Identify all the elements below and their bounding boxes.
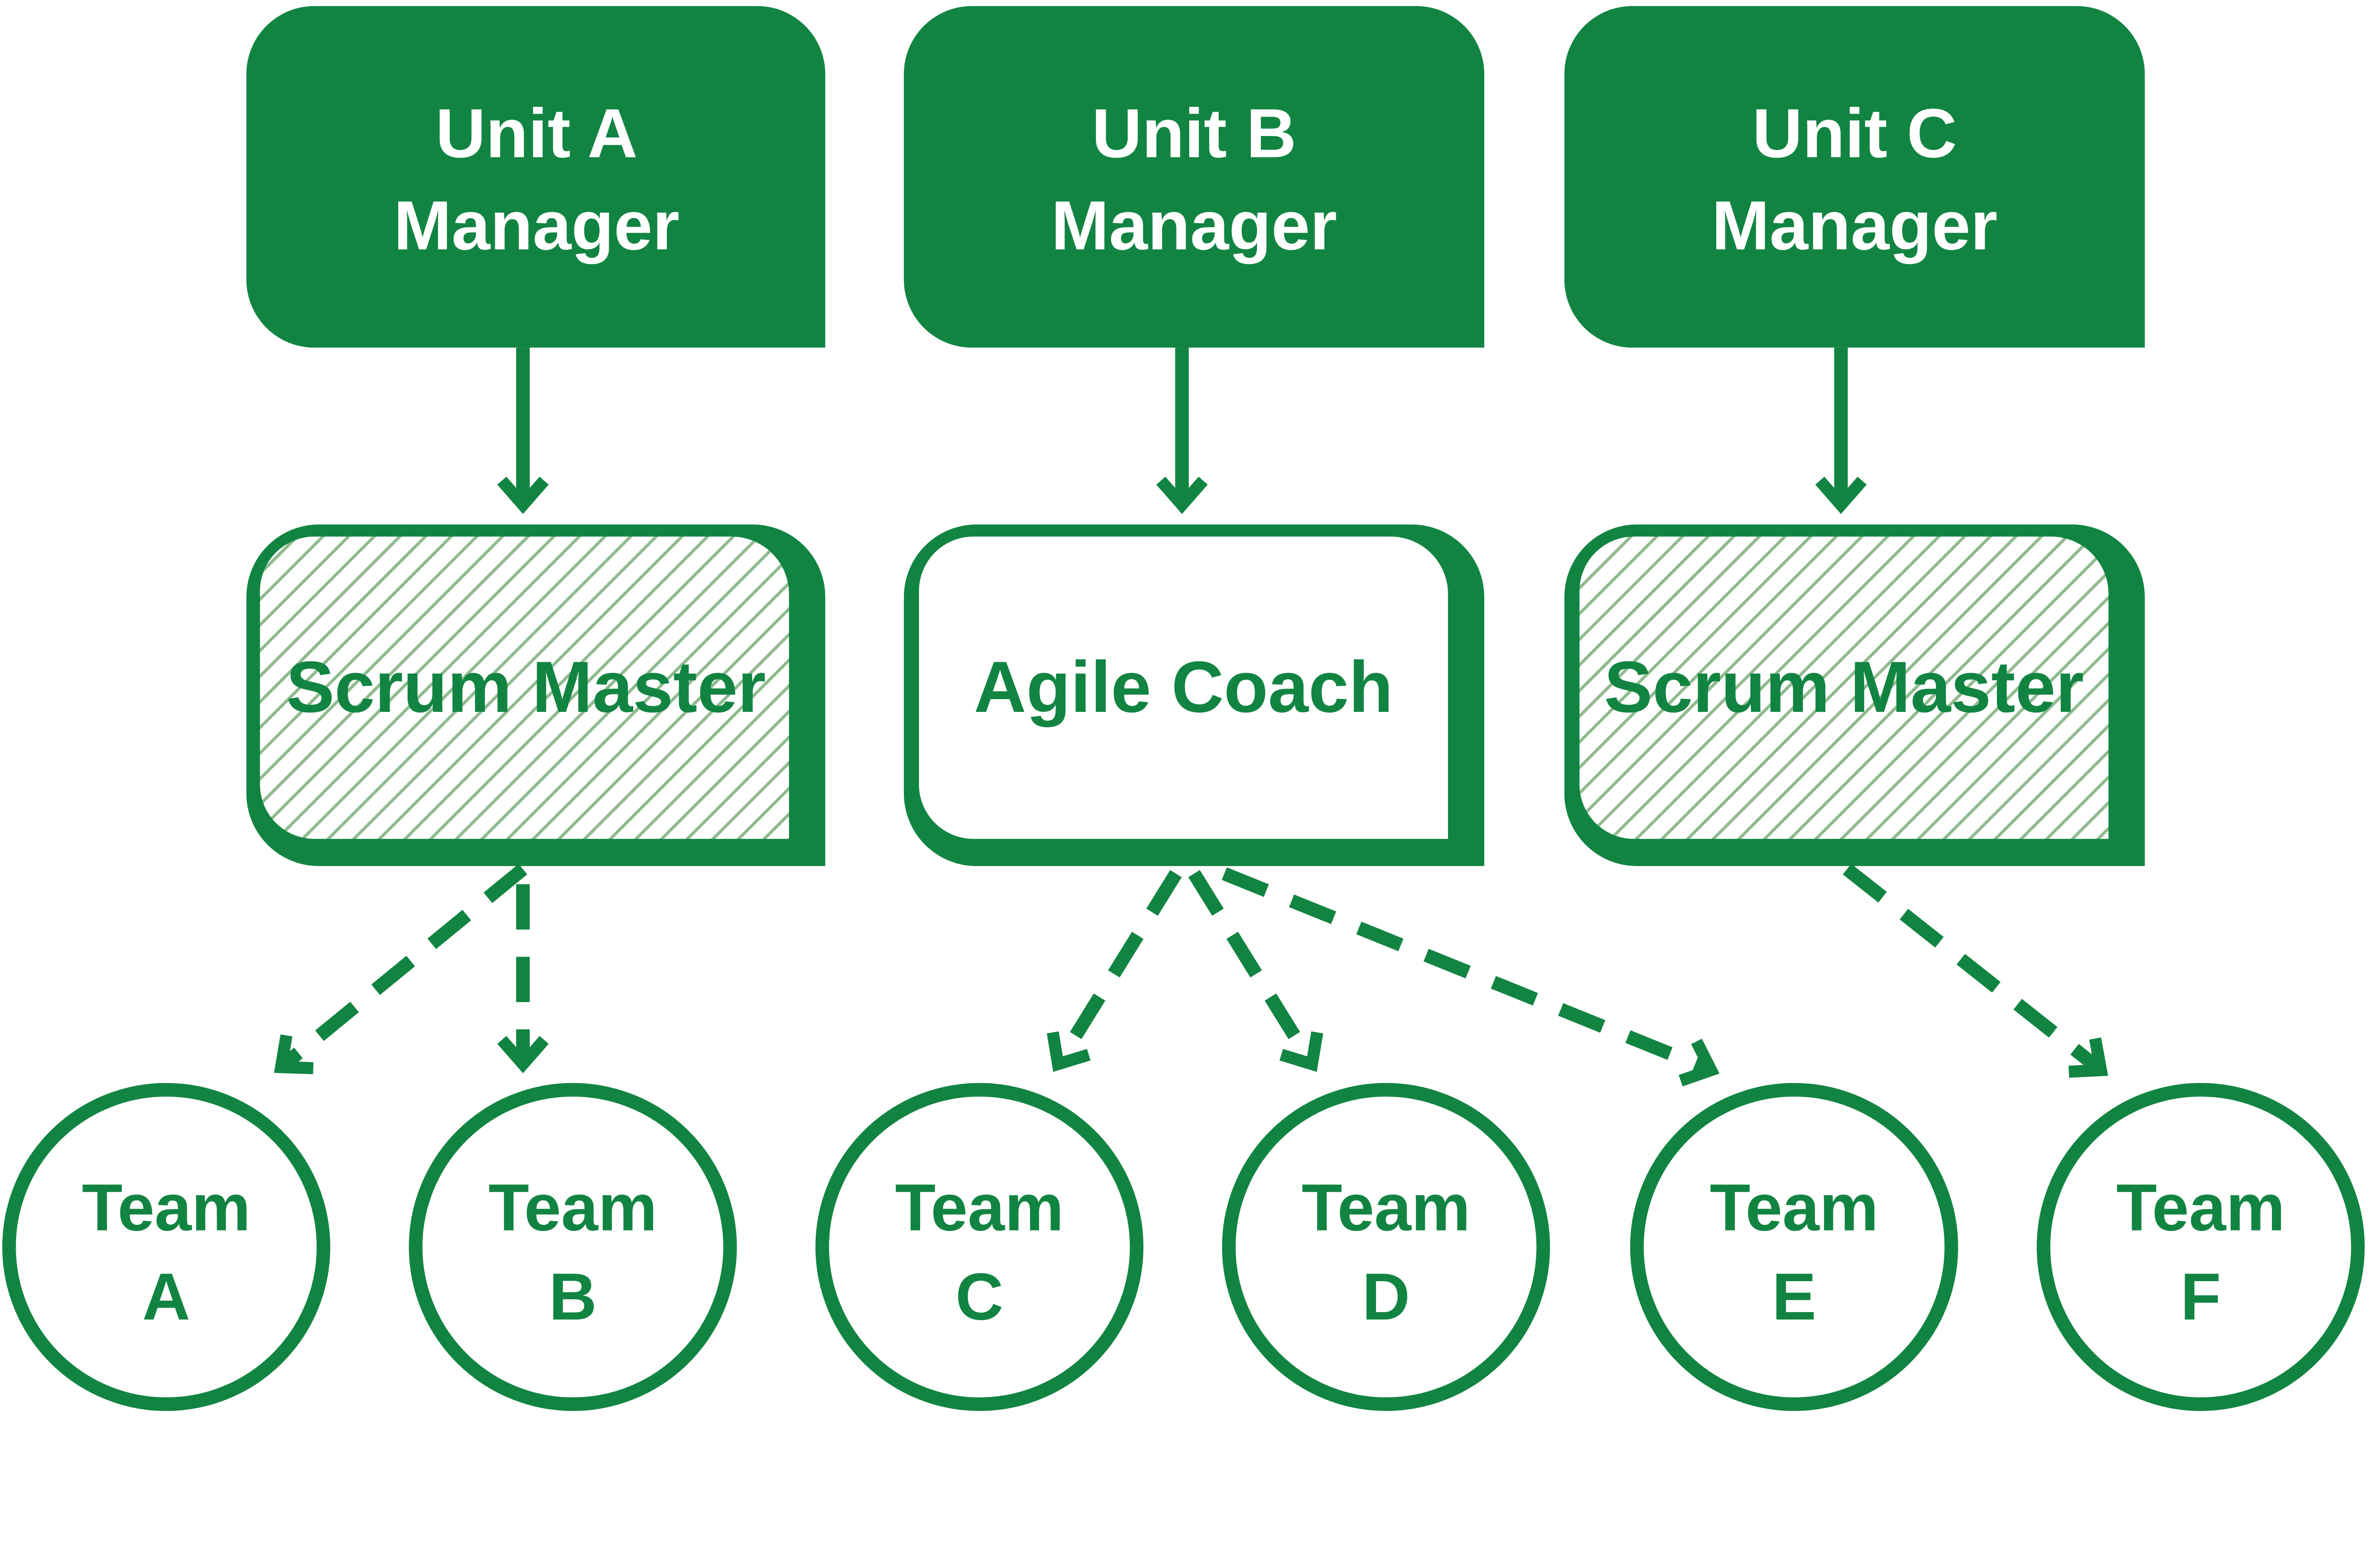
role-label: Scrum Master: [286, 647, 766, 728]
team-letter: E: [1772, 1259, 1816, 1334]
svg-text:C: C: [956, 1259, 1003, 1334]
unit-a-manager-box: Unit A Manager: [246, 6, 826, 348]
svg-text:Team: Team: [1710, 1170, 1878, 1245]
team-letter: D: [1362, 1259, 1410, 1334]
team-e-node: Team E: [1630, 1083, 1959, 1411]
svg-text:Manager: Manager: [1051, 187, 1337, 264]
svg-text:Team: Team: [489, 1170, 657, 1245]
manager-label: Unit A: [436, 95, 638, 173]
role-label: Scrum Master: [1604, 647, 2084, 728]
team-letter: B: [549, 1259, 597, 1334]
team-d-node: Team D: [1222, 1083, 1550, 1411]
team-letter: F: [2180, 1259, 2221, 1334]
team-label: Team: [1710, 1170, 1878, 1245]
team-letter: A: [142, 1259, 190, 1334]
svg-text:Team: Team: [2116, 1170, 2285, 1245]
svg-text:D: D: [1362, 1259, 1410, 1334]
team-letter: C: [956, 1259, 1003, 1334]
team-f-node: Team F: [2036, 1083, 2365, 1411]
svg-text:Manager: Manager: [1712, 187, 1997, 264]
role-label: Agile Coach: [974, 647, 1393, 728]
svg-text:Scrum Master: Scrum Master: [286, 647, 766, 728]
dashed-arrow: [1221, 867, 1720, 1086]
dashed-arrow: [1188, 870, 1323, 1072]
svg-text:Team: Team: [895, 1170, 1064, 1245]
svg-text:E: E: [1772, 1259, 1816, 1334]
team-a-node: Team A: [2, 1083, 330, 1411]
svg-text:F: F: [2180, 1259, 2221, 1334]
unit-b-manager-box: Unit B Manager: [903, 6, 1485, 348]
manager-label: Unit C: [1752, 95, 1957, 173]
manager-label: Manager: [1712, 187, 1997, 264]
svg-text:Team: Team: [82, 1170, 251, 1245]
agile-coach-box: Agile Coach: [903, 524, 1485, 866]
team-label: Team: [489, 1170, 657, 1245]
team-label: Team: [895, 1170, 1064, 1245]
svg-text:Agile Coach: Agile Coach: [974, 647, 1393, 728]
scrum-master-a-box: Scrum Master: [246, 524, 826, 866]
svg-text:Unit C: Unit C: [1752, 95, 1957, 173]
svg-text:Team: Team: [1302, 1170, 1470, 1245]
dashed-arrow: [274, 864, 528, 1075]
svg-text:B: B: [549, 1259, 597, 1334]
svg-text:Unit B: Unit B: [1092, 95, 1296, 173]
team-label: Team: [82, 1170, 251, 1245]
manager-label: Manager: [1051, 187, 1337, 264]
team-c-node: Team C: [815, 1083, 1144, 1411]
org-diagram: Unit A Manager Unit B Manager Unit C Man…: [2, 6, 2365, 1411]
team-label: Team: [1302, 1170, 1470, 1245]
dashed-arrow: [1842, 864, 2108, 1078]
svg-text:Manager: Manager: [393, 187, 679, 264]
scrum-master-c-box: Scrum Master: [1564, 524, 2145, 866]
unit-c-manager-box: Unit C Manager: [1564, 6, 2145, 348]
manager-label: Unit B: [1092, 95, 1296, 173]
manager-label: Manager: [393, 187, 679, 264]
svg-text:Unit A: Unit A: [436, 95, 638, 173]
team-b-node: Team B: [409, 1083, 737, 1411]
svg-text:A: A: [142, 1259, 190, 1334]
team-label: Team: [2116, 1170, 2285, 1245]
dashed-arrow: [1047, 870, 1182, 1072]
svg-text:Scrum Master: Scrum Master: [1604, 647, 2084, 728]
